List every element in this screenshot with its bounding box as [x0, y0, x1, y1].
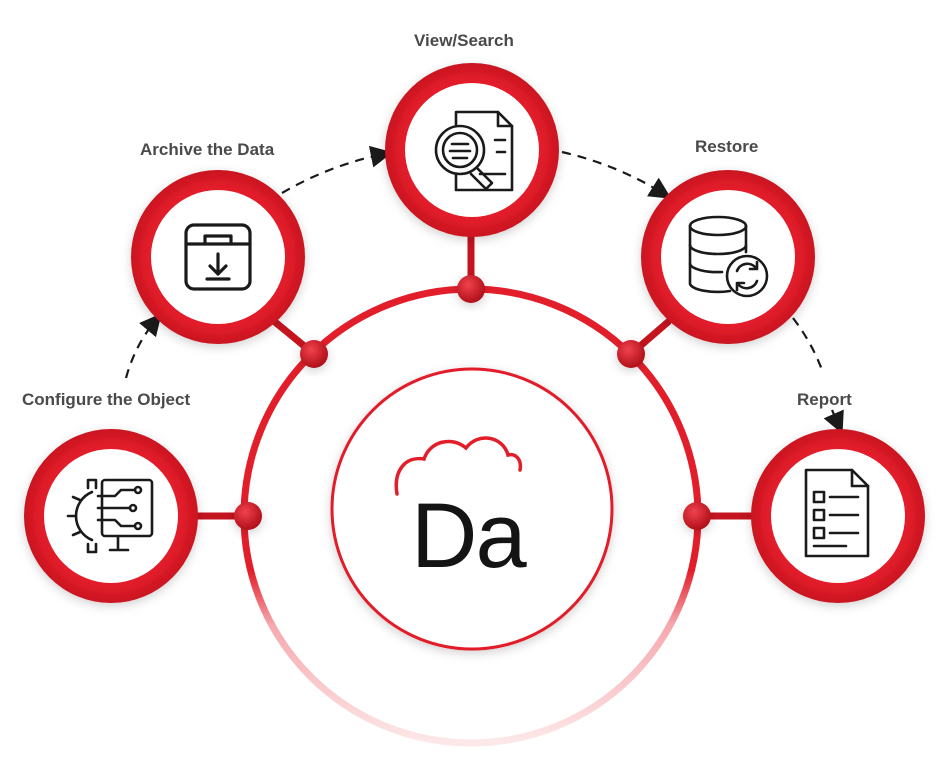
connector-dots	[234, 275, 711, 530]
label-restore: Restore	[695, 137, 758, 156]
label-view-search: View/Search	[414, 31, 514, 50]
node-report[interactable]	[751, 429, 925, 603]
node-view-search[interactable]	[385, 63, 559, 237]
node-archive-the-data[interactable]	[131, 170, 305, 344]
label-configure-the-object: Configure the Object	[22, 390, 190, 409]
cloud-logo-icon	[394, 436, 523, 496]
database-restore-icon	[688, 215, 769, 298]
gear-circuit-monitor-icon	[66, 478, 154, 554]
arrow-configure-to-archive	[124, 313, 162, 379]
arrow-into-report	[823, 409, 844, 435]
report-list-icon	[804, 468, 870, 558]
logo-text: Da	[411, 485, 527, 587]
label-report: Report	[797, 390, 852, 409]
center-logo: Da	[330, 367, 614, 651]
archive-box-icon	[184, 223, 252, 291]
document-search-icon	[434, 110, 514, 192]
flow-arrows	[124, 145, 844, 435]
node-restore[interactable]	[641, 170, 815, 344]
arrow-archive-to-view	[281, 145, 393, 194]
arrow-view-to-restore	[561, 150, 672, 199]
label-archive-the-data: Archive the Data	[140, 140, 275, 159]
node-configure-the-object[interactable]	[24, 429, 198, 603]
arrow-restore-to-report	[792, 317, 824, 371]
